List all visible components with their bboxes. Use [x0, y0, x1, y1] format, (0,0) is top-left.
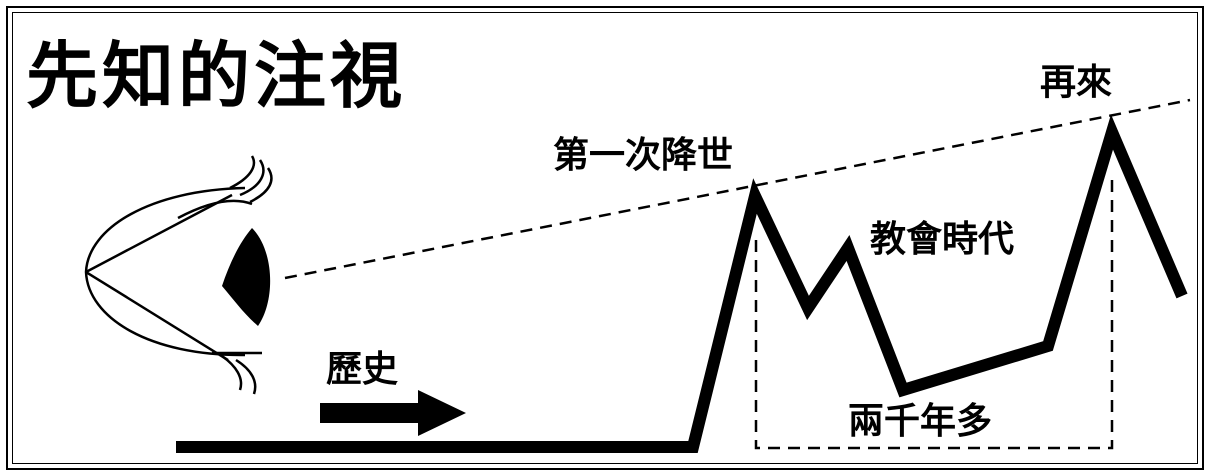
label-second-coming: 再來: [1040, 62, 1113, 103]
label-first-coming: 第一次降世: [553, 135, 734, 176]
history-timeline: [176, 114, 1188, 453]
arrow-right-icon: [320, 390, 466, 436]
pupil: [222, 228, 271, 326]
lower-eyelash: [221, 354, 243, 391]
inner-border: [12, 12, 1198, 464]
label-history: 歷史: [326, 349, 399, 390]
diagram-frame: [6, 6, 1204, 470]
lower-eyelash: [235, 358, 257, 395]
page-title: 先知的注視: [26, 34, 407, 118]
gaze-line: [284, 98, 1191, 280]
span-bracket: [754, 172, 1114, 450]
label-church-age: 教會時代: [870, 219, 1015, 260]
eyelash: [229, 155, 256, 190]
eye-lower-lid-line: [85, 270, 229, 362]
eye-icon: [84, 155, 273, 395]
eyelash: [239, 159, 265, 197]
eye-outline: [84, 186, 246, 357]
eyelash: [249, 167, 273, 204]
eye-lid-crease: [177, 199, 253, 220]
label-span: 兩千年多: [848, 401, 993, 442]
eye-upper-lid-line: [85, 193, 233, 274]
